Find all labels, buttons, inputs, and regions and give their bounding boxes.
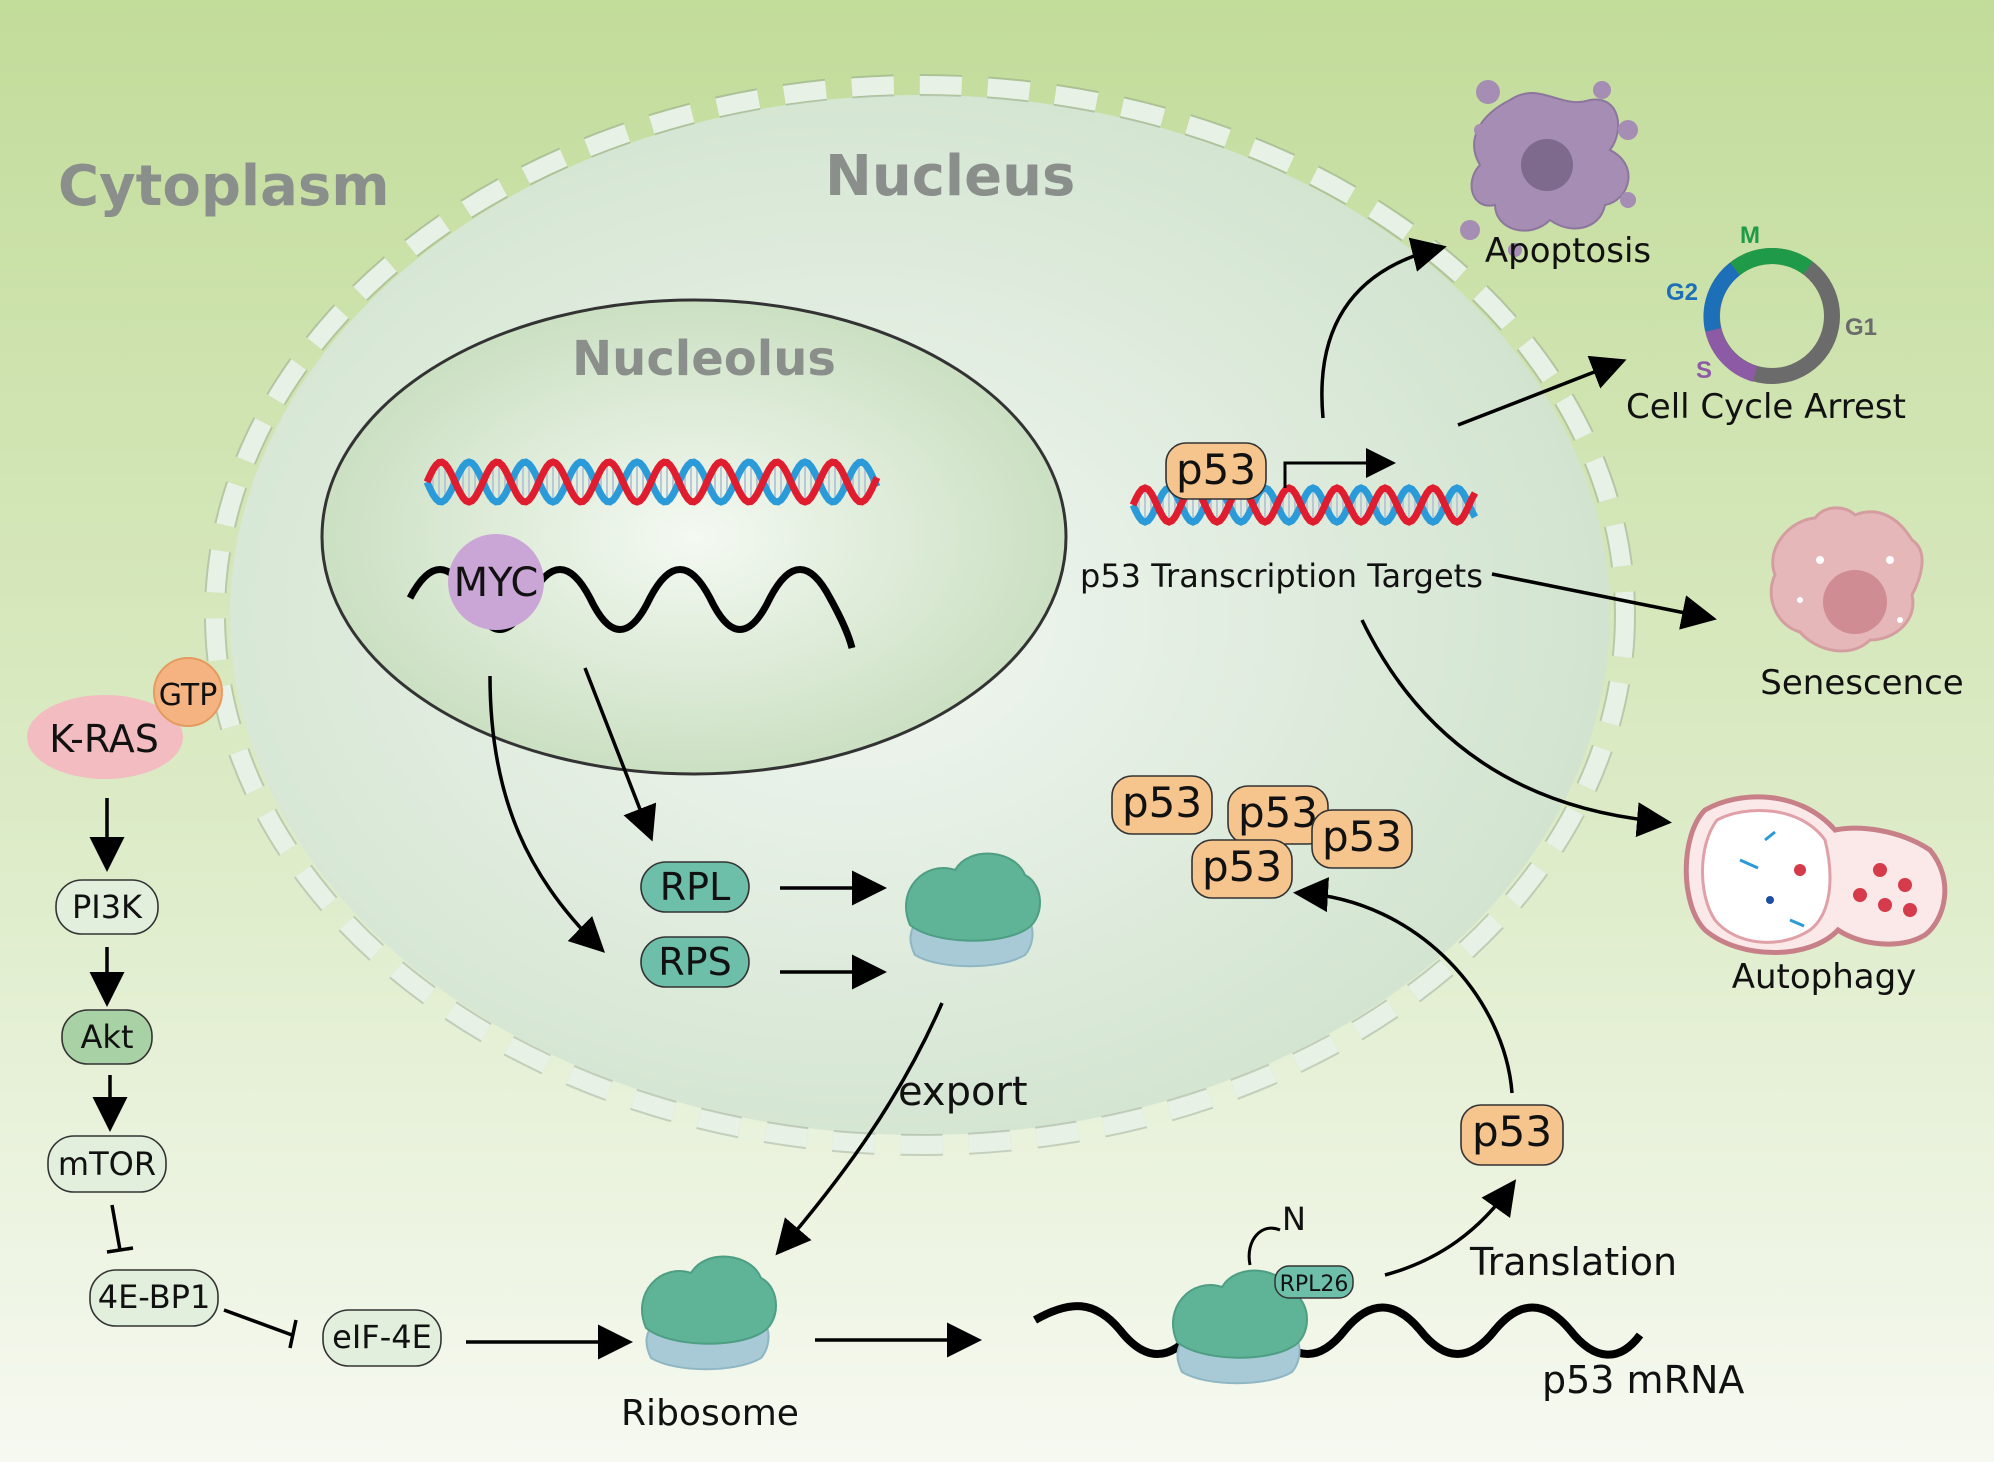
p53-translated-node [1460, 1104, 1564, 1166]
kras-node [27, 695, 183, 779]
phase-g1-label: G1 [1845, 314, 1877, 341]
arrow-to-autophagy [1360, 619, 1672, 838]
arrow-to-cell-cycle-arrest [1457, 355, 1627, 427]
arrow-to-apoptosis [1320, 237, 1447, 419]
rpl26-label: RPL26 [1280, 1272, 1349, 1297]
arrow-myc-to-rpl [583, 667, 657, 842]
inhibit-4ebp1-to-eif4e [223, 1308, 293, 1337]
pi3k-label: PI3K [72, 888, 143, 926]
mtor-node [47, 1135, 167, 1193]
dna-strand [423, 458, 881, 506]
transcription-start-arrow [1283, 448, 1396, 488]
export-label: export [898, 1069, 1028, 1115]
nucleus-title: Nucleus [825, 144, 1075, 209]
p53-cluster-4 [1191, 839, 1293, 899]
inhibit-mtor-to-4ebp1 [110, 1204, 122, 1251]
cytoplasm-title: Cytoplasm [58, 154, 390, 219]
apoptosis-label: Apoptosis [1485, 231, 1651, 271]
inhibit-bar-4ebp1 [106, 1246, 134, 1254]
phase-s-label: S [1696, 357, 1712, 384]
p53-mrna-strand [1033, 1302, 1644, 1359]
eif4e-node [322, 1309, 442, 1367]
pi3k-node [55, 879, 159, 935]
senescent-cell-icon [1769, 506, 1924, 653]
ribosome-label: Ribosome [621, 1393, 799, 1434]
akt-node [61, 1009, 153, 1065]
rpl-label: RPL [660, 865, 731, 909]
gtp-node [153, 657, 223, 727]
arrow-p53-import [1293, 877, 1514, 1094]
p53-cluster-3-label: p53 [1322, 812, 1402, 861]
phase-m-label: M [1740, 222, 1760, 249]
p53-bound-label: p53 [1176, 445, 1256, 494]
mtor-label: mTOR [58, 1145, 156, 1183]
rps-node [640, 936, 750, 988]
nuclear-envelope-pores [206, 76, 1634, 1154]
cell-cycle-ring-icon [1703, 248, 1840, 384]
nucleolus-body [320, 298, 1068, 776]
arrow-to-senescence [1491, 572, 1717, 630]
dna-strand [1129, 484, 1479, 526]
eif4ebp1-label: 4E-BP1 [98, 1278, 211, 1316]
n-terminus-label: N [1282, 1200, 1306, 1238]
arrow-myc-to-rps [488, 675, 606, 953]
arrow-translation [1384, 1179, 1517, 1277]
autophagosome-icon [1683, 794, 1948, 955]
phase-g2-label: G2 [1666, 279, 1698, 306]
inhibit-bar-eif4e [288, 1319, 298, 1349]
p53-cluster-3 [1311, 809, 1413, 869]
gtp-label: GTP [159, 678, 218, 713]
apoptotic-cell-icon [1460, 80, 1638, 257]
p53-target-double-helix [1129, 484, 1479, 526]
myc-label: MYC [454, 560, 539, 606]
p53-cluster-4-label: p53 [1202, 842, 1282, 891]
p53-cluster-1-label: p53 [1122, 778, 1202, 827]
autophagy-label: Autophagy [1732, 957, 1917, 997]
n-terminus-chain [1247, 1226, 1281, 1266]
kras-label: K-RAS [49, 717, 159, 761]
rdna-double-helix [423, 458, 881, 506]
eif4ebp1-node [89, 1269, 219, 1327]
arrow-export [775, 1002, 944, 1256]
eif4e-label: eIF-4E [332, 1318, 432, 1356]
myc-blob [448, 534, 544, 630]
p53-translated-label: p53 [1472, 1107, 1552, 1156]
nucleolus-title: Nucleolus [572, 331, 836, 387]
cell-cycle-arrest-label: Cell Cycle Arrest [1626, 387, 1906, 427]
senescence-label: Senescence [1760, 663, 1963, 703]
rpl26-node [1274, 1265, 1354, 1299]
translation-label: Translation [1469, 1240, 1677, 1284]
p53-cluster-1 [1111, 775, 1213, 835]
rps-label: RPS [658, 940, 731, 984]
p53-targets-label: p53 Transcription Targets [1080, 557, 1483, 595]
rpl-node [640, 861, 750, 913]
p53-cluster-2-label: p53 [1238, 788, 1318, 837]
p53-bound-node [1165, 442, 1267, 500]
p53-mrna-label: p53 mRNA [1542, 1358, 1744, 1402]
akt-label: Akt [81, 1018, 134, 1056]
